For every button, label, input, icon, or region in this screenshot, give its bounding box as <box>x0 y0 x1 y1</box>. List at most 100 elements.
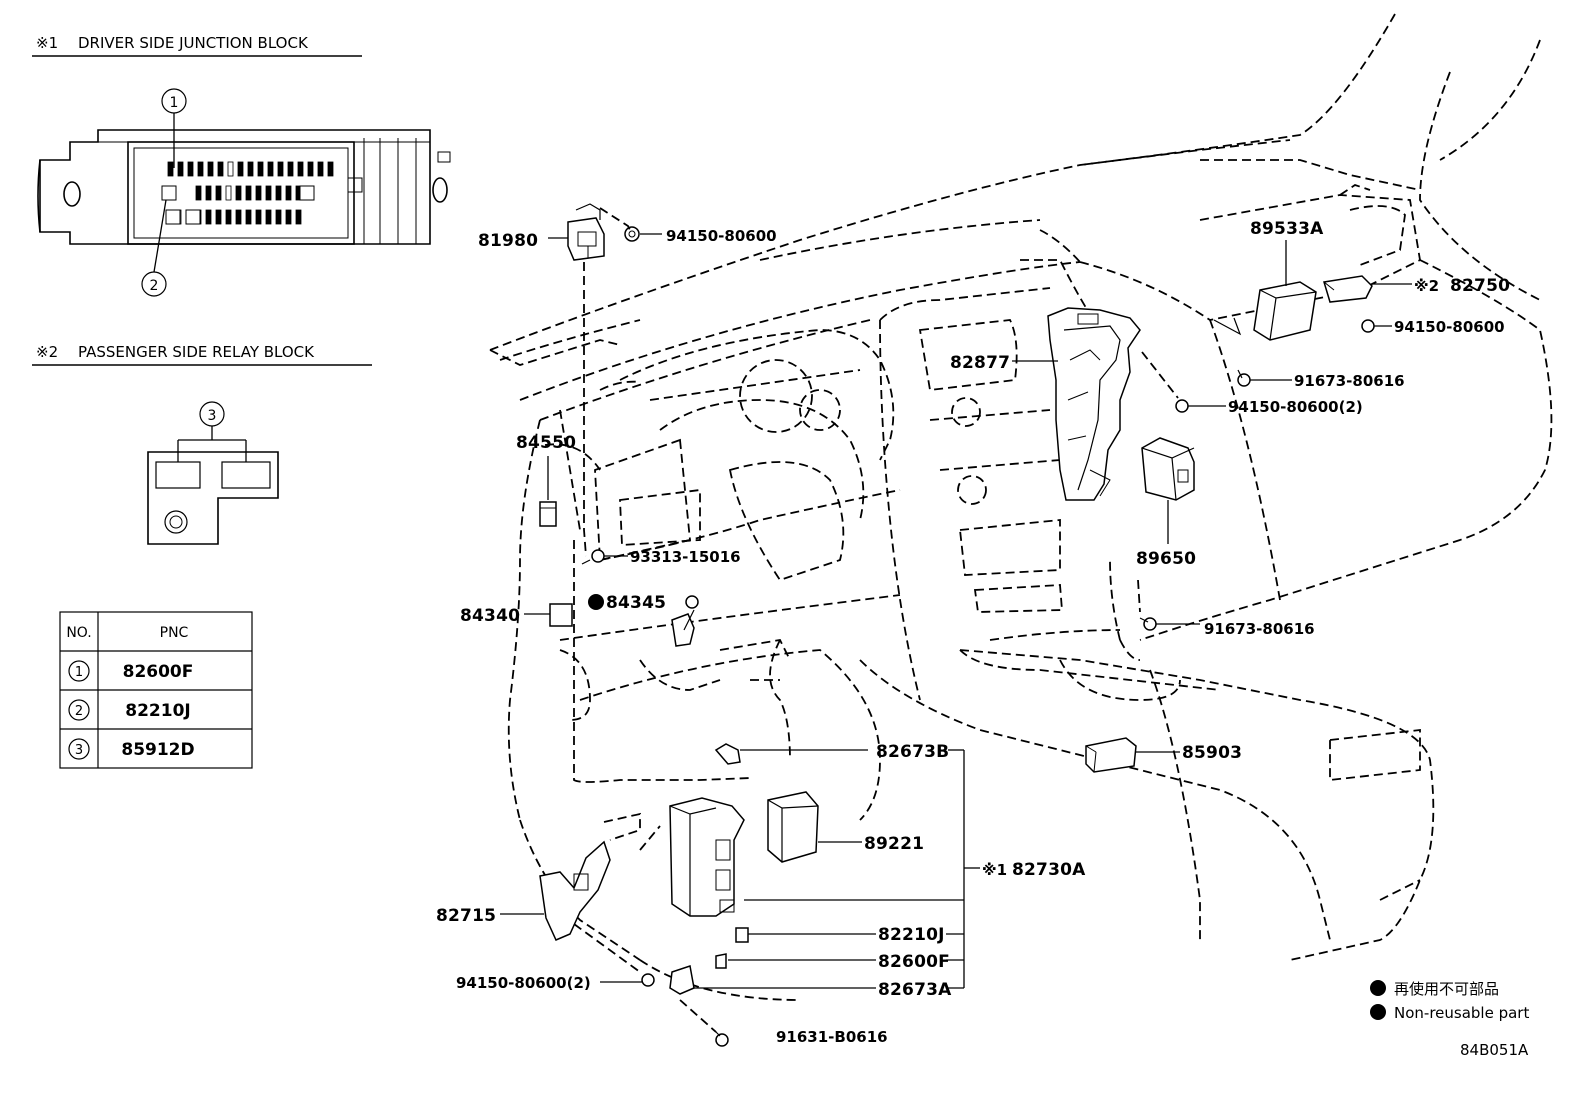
legend: 再使用不可部品 Non-reusable part <box>1370 980 1529 1022</box>
label-82730A: 82730A <box>1012 860 1086 880</box>
fuse-slot <box>205 209 212 225</box>
legend-bullet-en <box>1370 1004 1386 1020</box>
label-91673-80616-b: 91673-80616 <box>1204 620 1315 638</box>
fuse-slot <box>247 161 254 177</box>
table-row-pnc: 82600F <box>123 662 194 682</box>
fuse-slot <box>255 209 262 225</box>
fuse-slot <box>295 209 302 225</box>
callout-3: 3 <box>177 401 247 462</box>
guide-82715-nut <box>573 923 641 973</box>
guide-82715 <box>603 812 641 841</box>
callout-3-label: 3 <box>208 408 217 424</box>
dashboard-outline <box>489 13 1553 1001</box>
fuse-slot <box>275 209 282 225</box>
fuse-slot <box>207 161 214 177</box>
fuse-slot <box>265 185 272 201</box>
part-81980 <box>567 203 605 261</box>
fuse-slot <box>217 161 224 177</box>
passenger-block-mark: ※2 <box>36 343 58 361</box>
callout-2-label: 2 <box>150 278 159 294</box>
fuse-slot <box>177 161 184 177</box>
driver-junction-block-section: ※1 DRIVER SIDE JUNCTION BLOCK 1 <box>32 34 451 297</box>
table-row-no: 3 <box>75 743 83 758</box>
part-89221 <box>767 791 819 863</box>
callout-1-label: 1 <box>170 95 179 111</box>
guide-81980-vertical <box>583 262 587 557</box>
fuse-slot <box>255 185 262 201</box>
part-93313-15016 <box>581 549 605 565</box>
pnc-table-header-no: NO. <box>66 625 91 641</box>
fuse-slot <box>215 209 222 225</box>
guide-81980 <box>599 207 631 231</box>
fuse-slot <box>297 161 304 177</box>
table-row-pnc: 85912D <box>121 740 194 760</box>
part-number-labels: 81980 94150-80600 84550 93313-15016 8434… <box>436 219 1510 1046</box>
fuse-slot <box>317 161 324 177</box>
part-94150-80600-right <box>1361 319 1375 333</box>
label-84550: 84550 <box>516 433 576 453</box>
part-82750 <box>1323 275 1373 303</box>
part-82673B <box>714 743 741 765</box>
label-82673B: 82673B <box>876 742 949 762</box>
label-81980: 81980 <box>478 231 538 251</box>
diagram-id: 84B051A <box>1460 1041 1529 1059</box>
callout-2: 2 <box>141 199 167 297</box>
fuse-slot <box>167 161 174 177</box>
part-94150-80600-2 <box>1175 399 1189 413</box>
non-reusable-mark-84345 <box>588 594 604 610</box>
guide-89650 <box>1137 579 1141 613</box>
relay-slot <box>161 185 177 201</box>
part-82877 <box>1047 307 1141 501</box>
fuse-slot <box>225 185 232 201</box>
legend-bullet-jp <box>1370 980 1386 996</box>
part-91673-80616-a <box>1237 369 1251 387</box>
label-84340: 84340 <box>460 606 520 626</box>
legend-en: Non-reusable part <box>1394 1004 1529 1022</box>
label-89533A: 89533A <box>1250 219 1324 239</box>
label-82750-mark: ※2 <box>1414 277 1439 295</box>
part-91673-80616-b <box>1139 617 1157 631</box>
fuse-slot <box>197 161 204 177</box>
fuse-slot <box>265 209 272 225</box>
part-82210J <box>735 927 749 943</box>
label-93313-15016: 93313-15016 <box>630 548 741 566</box>
fuse-slot <box>215 185 222 201</box>
label-89650: 89650 <box>1136 549 1196 569</box>
part-82730A-junction-block <box>669 797 745 917</box>
fuse-slot <box>235 185 242 201</box>
guide-block-bracket <box>639 825 661 851</box>
fuse-slots <box>161 161 334 225</box>
fuse-slot <box>307 161 314 177</box>
label-82715: 82715 <box>436 906 496 926</box>
part-94150-80600-top <box>624 226 640 242</box>
table-row-pnc: 82210J <box>125 701 190 721</box>
label-94150-80600-left: 94150-80600(2) <box>456 974 591 992</box>
fuse-slot <box>225 209 232 225</box>
label-82673A: 82673A <box>878 980 952 1000</box>
fuse-slot <box>245 185 252 201</box>
part-91631-B0616 <box>713 1029 729 1047</box>
passenger-relay-block-drawing <box>147 451 279 545</box>
label-94150-80600-right: 94150-80600 <box>1394 318 1505 336</box>
pnc-table-header-pnc: PNC <box>160 625 189 641</box>
label-91673-80616-a: 91673-80616 <box>1294 372 1405 390</box>
label-82730A-mark: ※1 <box>982 861 1007 879</box>
relay-slot <box>185 209 201 225</box>
label-85903: 85903 <box>1182 743 1242 763</box>
label-82600F: 82600F <box>878 952 950 972</box>
label-82877: 82877 <box>950 353 1010 373</box>
driver-block-mark: ※1 <box>36 34 58 52</box>
part-82600F <box>715 953 727 969</box>
label-94150-80600-2: 94150-80600(2) <box>1228 398 1363 416</box>
fuse-slot <box>187 161 194 177</box>
fuse-slot <box>235 209 242 225</box>
relay-slot <box>165 209 181 225</box>
callout-1: 1 <box>161 88 187 168</box>
fuse-slot <box>237 161 244 177</box>
table-row: 2 82210J <box>68 699 191 721</box>
part-89533A <box>1213 281 1317 341</box>
passenger-block-title: PASSENGER SIDE RELAY BLOCK <box>78 343 315 361</box>
part-94150-80600-left <box>641 973 655 987</box>
